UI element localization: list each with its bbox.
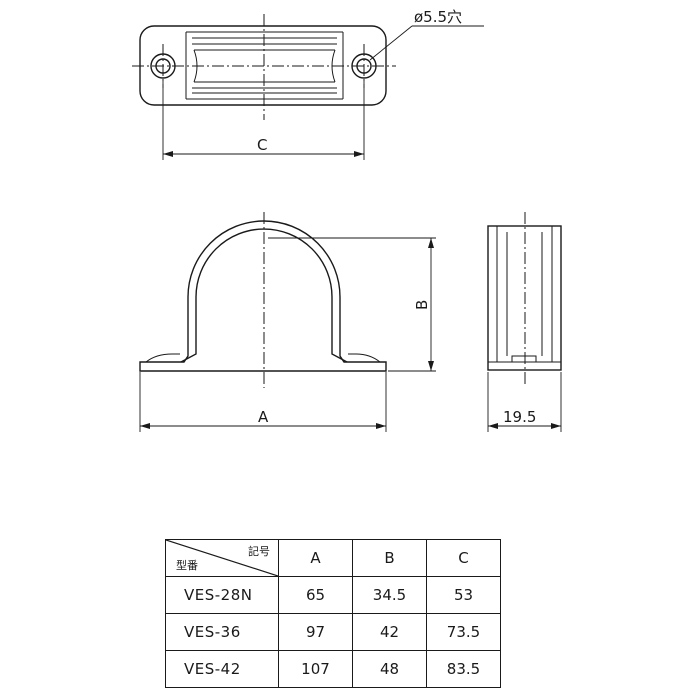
side-view-hole bbox=[511, 355, 537, 363]
header-corner-cell: 記号 型番 bbox=[165, 539, 279, 577]
dim-width-arrow-left bbox=[488, 423, 498, 429]
value-cell-c: 83.5 bbox=[426, 650, 501, 688]
dim-b-arrow-top bbox=[428, 238, 434, 248]
spec-table: 記号 型番 A B C VES-28N 65 34.5 53 VES-36 97… bbox=[165, 539, 501, 688]
table-row: VES-42 107 48 83.5 bbox=[165, 650, 501, 688]
top-view: ø5.5穴 C bbox=[132, 8, 484, 160]
saddle-outer-profile bbox=[139, 220, 387, 372]
value-cell-c: 73.5 bbox=[426, 613, 501, 651]
column-header-c: C bbox=[426, 539, 501, 577]
value-cell-a: 97 bbox=[278, 613, 353, 651]
spec-table-header-row: 記号 型番 A B C bbox=[165, 539, 501, 577]
hole-leader-line bbox=[369, 25, 413, 61]
side-view-outline bbox=[487, 225, 562, 371]
dim-c-label: C bbox=[257, 136, 267, 154]
dim-b-label: B bbox=[413, 300, 431, 310]
value-cell-b: 48 bbox=[352, 650, 427, 688]
saddle-foot-left bbox=[145, 353, 180, 363]
model-cell: VES-42 bbox=[165, 650, 279, 688]
value-cell-b: 34.5 bbox=[352, 576, 427, 614]
model-cell: VES-28N bbox=[165, 576, 279, 614]
header-model-label: 型番 bbox=[176, 559, 198, 572]
dim-c-arrow-left bbox=[163, 151, 173, 157]
value-cell-a: 107 bbox=[278, 650, 353, 688]
value-cell-a: 65 bbox=[278, 576, 353, 614]
hole-note: ø5.5穴 bbox=[414, 8, 462, 26]
technical-drawing: ø5.5穴 C A B bbox=[132, 8, 562, 432]
column-header-a: A bbox=[278, 539, 353, 577]
saddle-foot-right bbox=[348, 353, 381, 363]
dim-a-label: A bbox=[258, 408, 269, 426]
dim-c-arrow-right bbox=[354, 151, 364, 157]
model-cell: VES-36 bbox=[165, 613, 279, 651]
dim-width-value: 19.5 bbox=[503, 408, 536, 426]
dim-a-arrow-right bbox=[376, 423, 386, 429]
value-cell-c: 53 bbox=[426, 576, 501, 614]
table-row: VES-36 97 42 73.5 bbox=[165, 613, 501, 651]
dim-a-arrow-left bbox=[140, 423, 150, 429]
dim-b-arrow-bottom bbox=[428, 361, 434, 371]
side-view: 19.5 bbox=[487, 212, 562, 432]
header-symbol-label: 記号 bbox=[248, 545, 270, 558]
header-diagonal bbox=[166, 540, 278, 576]
front-view: A B bbox=[139, 212, 436, 432]
table-row: VES-28N 65 34.5 53 bbox=[165, 576, 501, 614]
column-header-b: B bbox=[352, 539, 427, 577]
value-cell-b: 42 bbox=[352, 613, 427, 651]
dim-width-arrow-right bbox=[551, 423, 561, 429]
